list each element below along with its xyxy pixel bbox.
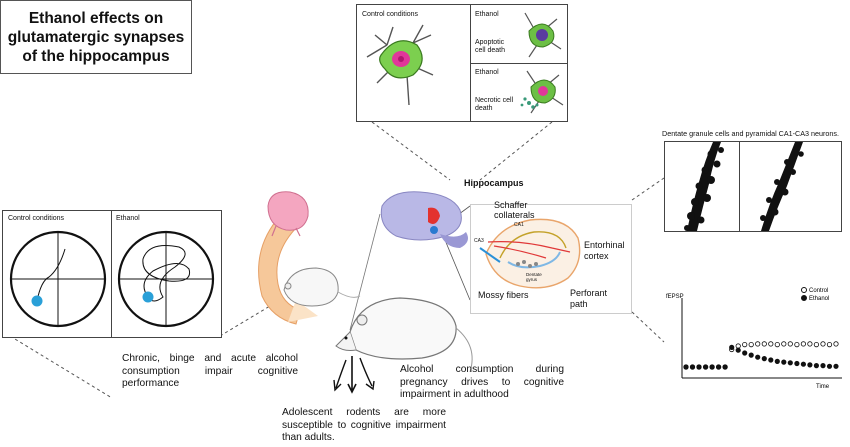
chart-point-control (826, 341, 833, 348)
chart-point-control (800, 341, 806, 347)
dendrite-divider (739, 142, 740, 231)
chart-point-ethanol (689, 364, 696, 370)
ca1-label: CA1 (514, 222, 524, 228)
chart-point-control (813, 341, 819, 348)
chart-point-ethanol (735, 347, 741, 353)
neurons-drawing (366, 12, 564, 114)
ethanol-dendrite-icon (760, 142, 804, 231)
chart-point-ethanol (794, 360, 800, 367)
chart-point-ethanol (833, 363, 839, 369)
chart-xlabel: Time (816, 384, 830, 390)
water-maze-drawing (9, 230, 215, 328)
maze-ethanol-label: Ethanol (116, 215, 140, 222)
ethanol-maze-icon (117, 230, 215, 328)
chart-point-ethanol (715, 364, 722, 370)
chart-point-ethanol (800, 361, 806, 367)
chart-point-ethanol (683, 364, 689, 370)
neuron-ethanol-label: Ethanol (475, 11, 499, 18)
adult-mouse-icon (335, 297, 473, 373)
chart-point-ethanol (709, 364, 715, 370)
healthy-neuron-icon (366, 24, 434, 106)
chart-point-ethanol (781, 359, 787, 365)
legend-label-control: Control (809, 288, 828, 294)
arrow-down-icon (347, 356, 357, 394)
dendrite-panel (664, 141, 842, 232)
chart-point-ethanol (768, 357, 774, 363)
schaffer-label: Schaffer collaterals (494, 200, 535, 220)
chart-point-ethanol (813, 363, 819, 369)
arrow-down-left-icon (333, 359, 347, 392)
arrow-down-right-icon (359, 357, 375, 391)
dendrite-drawing (684, 142, 804, 231)
chart-point-ethanol (748, 352, 754, 358)
chart-point-ethanol (696, 364, 702, 370)
chronic-text: Chronic, binge and acute alcohol consump… (122, 353, 298, 389)
maze-panel: Control conditions Ethanol (2, 210, 222, 338)
chart-point-control (755, 341, 761, 347)
neuron-panel-divider-h (470, 63, 567, 64)
chart-point-control (781, 341, 787, 347)
mossy-label: Mossy fibers (478, 290, 529, 300)
chart-point-ethanol (826, 363, 833, 369)
chart-point-control (742, 341, 748, 348)
apoptotic-neuron-icon (524, 12, 562, 58)
hippocampus-title: Hippocampus (464, 178, 524, 188)
chart-point-ethanol (729, 344, 735, 351)
chart-point-ethanol (702, 364, 709, 370)
dentate-label: Dentate gyrus (526, 272, 542, 282)
legend-label-ethanol: Ethanol (809, 296, 829, 302)
ca3-label: CA3 (474, 238, 484, 244)
maze-control-label: Control conditions (8, 215, 65, 222)
dendrite-caption: Dentate granule cells and pyramidal CA1-… (662, 129, 839, 138)
hippocampus-box (470, 204, 632, 314)
chart-points (683, 341, 839, 370)
chart-point-control (807, 341, 813, 347)
adolescent-mouse-icon (283, 267, 361, 307)
chart-point-control (787, 341, 793, 347)
legend-marker-ethanol (801, 295, 807, 301)
chart-point-control (833, 341, 839, 347)
chart-point-control (820, 341, 826, 347)
necrotic-neuron-icon (520, 70, 564, 114)
pup-icon (267, 191, 309, 237)
maze-panel-divider (111, 211, 112, 337)
chart-point-ethanol (761, 356, 767, 362)
adolescent-text: Adolescent rodents are more susceptible … (282, 407, 446, 443)
chart-point-control (761, 341, 767, 347)
chart-point-ethanol (820, 363, 826, 369)
lifespan-arrow-icon (258, 215, 318, 325)
chart-point-control (748, 341, 754, 348)
neuron-control-label: Control conditions (362, 11, 419, 18)
chart-point-ethanol (755, 354, 761, 360)
chart-point-control (794, 341, 800, 348)
control-dendrite-icon (684, 142, 724, 231)
control-maze-icon (9, 230, 107, 328)
neuron-panel: Control conditions Ethanol Apoptotic cel… (356, 4, 568, 122)
chart-point-ethanol (807, 362, 813, 368)
chart-point-control (768, 341, 774, 347)
chart-point-ethanol (774, 358, 780, 365)
chart-point-control (735, 343, 741, 349)
apoptotic-label: Apoptotic cell death (475, 39, 505, 54)
neuron-ethanol-label-2: Ethanol (475, 69, 499, 76)
chart-point-ethanol (722, 364, 728, 370)
page-title: Ethanol effects on glutamatergic synapse… (0, 0, 192, 74)
entorhinal-label: Entorhinal cortex (584, 240, 625, 261)
chart-ylabel: fEPSP (666, 294, 684, 300)
chart-point-ethanol (787, 360, 793, 366)
brain-icon (380, 191, 468, 248)
necrotic-label: Necrotic cell death (475, 97, 514, 112)
legend-marker-control (801, 287, 807, 293)
chart-point-control (774, 341, 780, 348)
perforant-label: Perforant path (570, 288, 608, 309)
chart-point-ethanol (742, 350, 748, 356)
pregnancy-text: Alcohol consumption during pregnancy dri… (400, 364, 564, 400)
